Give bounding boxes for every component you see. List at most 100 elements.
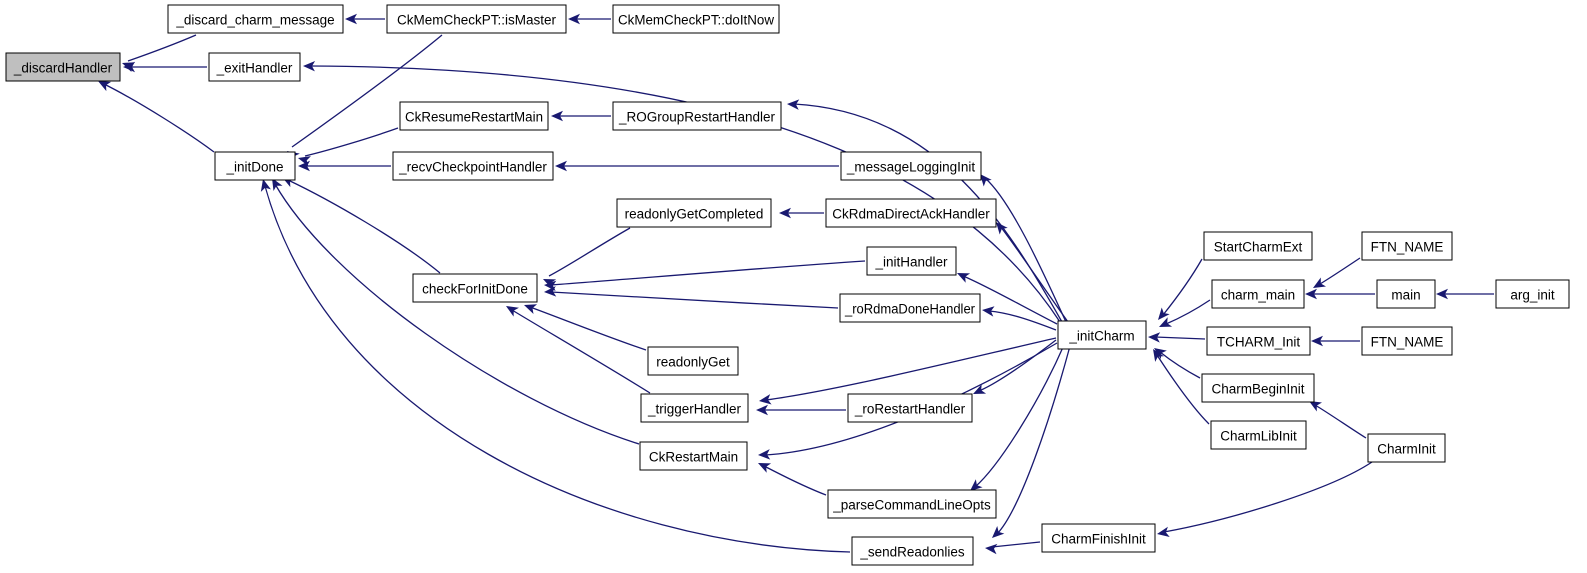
edge-CkRdmaDirectAckHandler-to-readonlyGetCompleted [779,207,824,219]
edge-line [763,465,827,496]
node-CkRdmaDirectAckHandler[interactable]: CkRdmaDirectAckHandler [825,198,997,228]
edge-initCharm-to-sendReadonlies [992,345,1071,538]
edge-line [264,185,851,553]
node-box[interactable] [639,441,748,471]
node-label: _discard_charm_message [175,13,334,28]
edge-line [550,291,839,309]
node-triggerHandler[interactable]: _triggerHandler [640,393,749,423]
node-CkResumeRestartMain[interactable]: CkResumeRestartMain [399,101,549,131]
node-box[interactable] [1361,231,1453,261]
edge-line [309,65,1061,323]
node-isMaster[interactable]: CkMemCheckPT::isMaster [386,4,567,34]
node-initDone[interactable]: _initDone [214,151,296,181]
node-box[interactable] [616,198,772,228]
node-box[interactable] [386,4,567,34]
node-label: CkMemCheckPT::doItNow [618,13,774,28]
node-label: _initDone [225,160,283,175]
node-CharmLibInit[interactable]: CharmLibInit [1210,420,1307,450]
node-box[interactable] [866,246,957,276]
node-box[interactable] [647,346,739,376]
node-CharmInit[interactable]: CharmInit [1367,433,1446,463]
node-FTN_NAME_bottom[interactable]: FTN_NAME [1361,326,1453,356]
node-box[interactable] [612,101,782,131]
edge-line [1314,404,1367,439]
arrowhead-icon [1436,288,1448,300]
arrowhead-icon [957,273,971,283]
node-ROGroupRestartHandler[interactable]: _ROGroupRestartHandler [612,101,782,131]
node-CkRestartMain[interactable]: CkRestartMain [639,441,748,471]
node-exitHandler[interactable]: _exitHandler [208,52,301,82]
edge-line [1162,258,1203,316]
node-box[interactable] [1495,279,1570,309]
edge-initCharm-to-ROGroupRestartHandler [787,99,1063,323]
arrowhead-icon [1154,348,1167,360]
node-box[interactable] [840,151,982,181]
node-box[interactable] [640,393,749,423]
node-box[interactable] [825,198,997,228]
node-recvCheckpointHandler[interactable]: _recvCheckpointHandler [392,151,554,181]
node-box[interactable] [1201,373,1315,403]
node-label: main [1391,288,1420,303]
edge-ROGroupRestartHandler-to-CkResumeRestartMain [551,110,611,122]
node-label: CharmBeginInit [1211,382,1304,397]
arrowhead-icon [1158,307,1170,320]
node-checkForInitDone[interactable]: checkForInitDone [412,273,538,303]
node-main[interactable]: main [1376,279,1436,309]
node-TCHARM_Init[interactable]: TCHARM_Init [1206,326,1311,356]
node-box[interactable] [827,489,997,519]
node-box[interactable] [208,52,301,82]
edge-parseCommandLineOpts-to-CkRestartMain [758,463,827,496]
node-CharmFinishInit[interactable]: CharmFinishInit [1041,523,1156,553]
edge-line [548,227,631,277]
node-box[interactable] [5,52,121,82]
node-box[interactable] [612,4,780,34]
node-box[interactable] [1203,231,1313,261]
node-discardHandler[interactable]: _discardHandler [5,52,121,82]
node-arg_init[interactable]: arg_init [1495,279,1570,309]
node-parseCommandLineOpts[interactable]: _parseCommandLineOpts [827,489,997,519]
node-StartCharmExt[interactable]: StartCharmExt [1203,231,1313,261]
node-box[interactable] [1041,523,1156,553]
node-messageLoggingInit[interactable]: _messageLoggingInit [840,151,982,181]
node-box[interactable] [167,4,344,34]
edge-line [984,177,1067,323]
node-box[interactable] [847,393,973,423]
edge-line [793,103,1063,323]
node-doItNow[interactable]: CkMemCheckPT::doItNow [612,4,780,34]
node-roRdmaDoneHandler[interactable]: _roRdmaDoneHandler [839,293,981,323]
node-roRestartHandler[interactable]: _roRestartHandler [847,393,973,423]
node-CharmBeginInit[interactable]: CharmBeginInit [1201,373,1315,403]
node-sendReadonlies[interactable]: _sendReadonlies [851,536,974,566]
node-readonlyGetCompleted[interactable]: readonlyGetCompleted [616,198,772,228]
node-box[interactable] [392,151,554,181]
node-box[interactable] [1210,420,1307,450]
arrowhead-icon [272,178,283,191]
node-box[interactable] [839,293,981,323]
edge-initCharm-to-messageLoggingInit [980,174,1067,323]
node-box[interactable] [1376,279,1436,309]
node-box[interactable] [399,101,549,131]
node-label: _parseCommandLineOpts [832,498,991,513]
node-box[interactable] [214,151,296,181]
node-box[interactable] [412,273,538,303]
node-charm_main[interactable]: charm_main [1211,279,1305,309]
node-box[interactable] [1367,433,1446,463]
node-FTN_NAME_top[interactable]: FTN_NAME [1361,231,1453,261]
edge-arg_init-to-main [1436,288,1494,300]
node-initHandler[interactable]: _initHandler [866,246,957,276]
node-box[interactable] [1057,320,1147,350]
node-label: CharmInit [1377,442,1436,457]
node-label: CharmFinishInit [1051,532,1146,547]
node-box[interactable] [1211,279,1305,309]
node-box[interactable] [1361,326,1453,356]
edge-initDone-to-discardHandler [98,81,215,153]
node-initCharm[interactable]: _initCharm [1057,320,1147,350]
node-readonlyGet[interactable]: readonlyGet [647,346,739,376]
arrowhead-icon [1148,332,1161,343]
edge-CharmBeginInit-to-initCharm [1154,348,1201,379]
node-box[interactable] [1206,326,1311,356]
node-box[interactable] [851,536,974,566]
arrowhead-icon [970,479,983,491]
node-discard_charm_message[interactable]: _discard_charm_message [167,4,344,34]
edge-line [962,275,1058,325]
